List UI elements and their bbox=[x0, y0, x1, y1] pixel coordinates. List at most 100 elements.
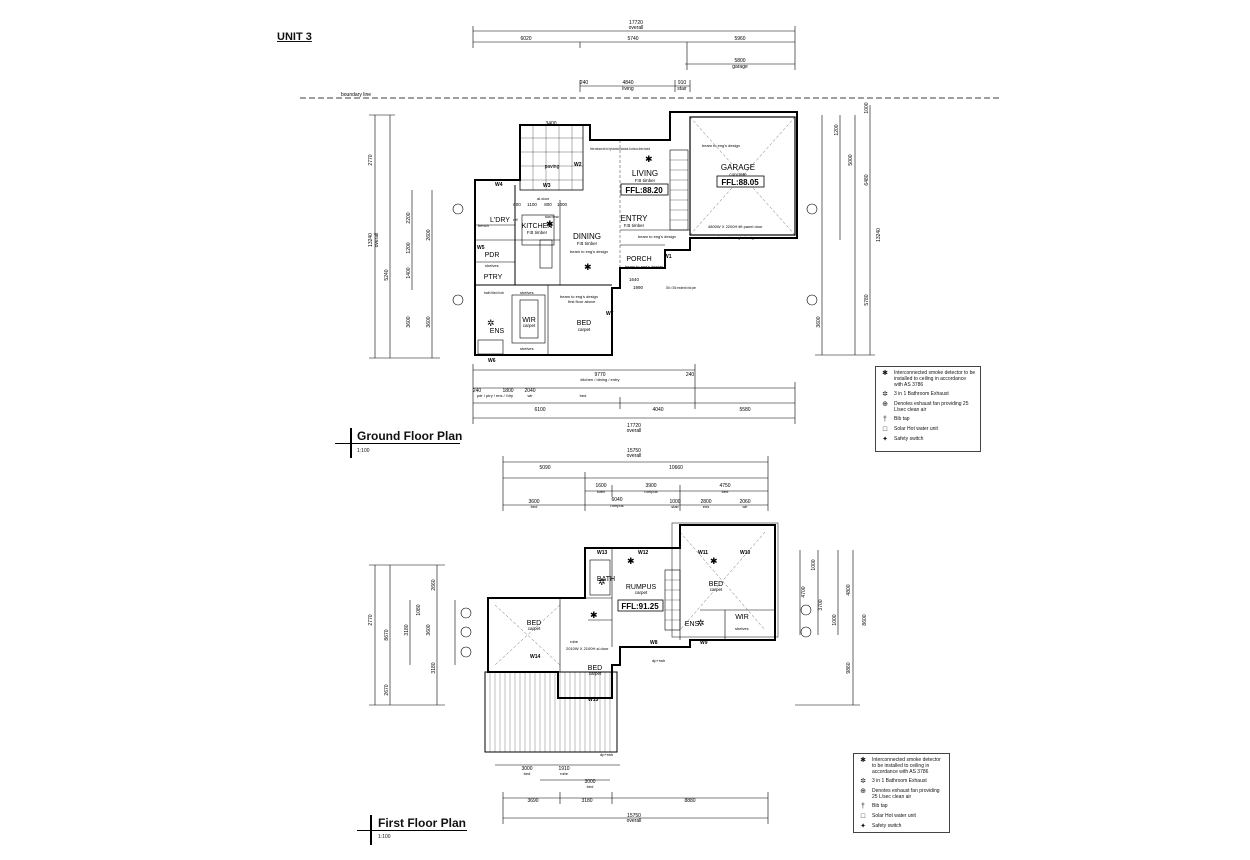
room-bed: BED bbox=[709, 581, 723, 588]
svg-text:stair: stair bbox=[671, 504, 679, 509]
svg-text:bed: bed bbox=[531, 504, 538, 509]
note: island bench bbox=[545, 214, 559, 219]
legend-text: Safety switch bbox=[872, 823, 902, 829]
switch-icon: ✦ bbox=[860, 823, 866, 830]
legend-text: 3 in 1 Bathroom Exhaust bbox=[894, 391, 949, 397]
dim-overall-sub: overall bbox=[629, 25, 644, 31]
exhaust-icon: ✲ bbox=[860, 778, 866, 785]
dim-sub: garage bbox=[732, 64, 748, 70]
window-label: W1 bbox=[664, 254, 672, 260]
svg-text:3600: 3600 bbox=[406, 316, 412, 327]
dim: 5960 bbox=[734, 36, 745, 42]
smoke-detector-icon: ✱ bbox=[546, 219, 554, 229]
window-label: W5 bbox=[477, 245, 485, 251]
dim: 5740 bbox=[627, 36, 638, 42]
svg-text:5000: 5000 bbox=[848, 154, 854, 165]
note: first floor above bbox=[568, 299, 596, 304]
room-kitchen: KITCHEN bbox=[522, 223, 553, 230]
svg-text:5240: 5240 bbox=[384, 269, 390, 280]
room-sub: carpet bbox=[589, 671, 602, 676]
ffl-garage: FFL:88.05 bbox=[721, 178, 759, 187]
note: ref bbox=[513, 217, 519, 222]
svg-text:9770: 9770 bbox=[594, 372, 605, 378]
dim: 5800 bbox=[734, 58, 745, 64]
beam-note: beam to eng's design bbox=[702, 143, 740, 148]
legend-text: Solar Hot water unit bbox=[872, 813, 916, 819]
note: shelves bbox=[485, 263, 499, 268]
tap-icon: † bbox=[883, 416, 887, 423]
ground-floor-scale: 1:100 bbox=[357, 448, 370, 454]
ffl-first: FFL:91.25 bbox=[621, 602, 659, 611]
ground-floor-title: Ground Floor Plan bbox=[357, 429, 463, 443]
stair-note: timber staircase with 1m high aluminium … bbox=[590, 146, 650, 151]
svg-text:4040: 4040 bbox=[652, 407, 663, 413]
room-ens: ENS bbox=[490, 328, 505, 335]
svg-text:bed: bed bbox=[524, 771, 531, 776]
fan-icon: ⊕ bbox=[860, 788, 866, 795]
svg-text:6040: 6040 bbox=[611, 497, 622, 503]
solar-icon: □ bbox=[882, 426, 888, 433]
svg-text:1910: 1910 bbox=[558, 766, 569, 772]
exhaust-icon: ✲ bbox=[598, 577, 606, 587]
room-bath: BATH bbox=[597, 576, 615, 583]
svg-text:1000: 1000 bbox=[864, 102, 870, 113]
room-porch: PORCH bbox=[626, 256, 651, 263]
window-label: W3 bbox=[543, 183, 551, 189]
svg-text:600: 600 bbox=[513, 202, 521, 207]
svg-text:1000: 1000 bbox=[832, 614, 838, 625]
svg-text:1990: 1990 bbox=[633, 285, 644, 290]
svg-text:3180: 3180 bbox=[404, 624, 410, 635]
legend-text: Interconnected smoke detector to be inst… bbox=[894, 370, 976, 388]
svg-text:2800: 2800 bbox=[700, 499, 711, 505]
note: shelves bbox=[520, 346, 534, 351]
svg-text:15750: 15750 bbox=[627, 813, 641, 819]
window-label: W11 bbox=[698, 550, 708, 556]
room-wir: WIR bbox=[735, 614, 749, 621]
svg-text:5090: 5090 bbox=[539, 465, 550, 471]
window-label: W10 bbox=[740, 550, 751, 556]
legend-text: Bib tap bbox=[894, 416, 910, 422]
first-floor-title: First Floor Plan bbox=[378, 816, 467, 830]
svg-text:3600: 3600 bbox=[528, 499, 539, 505]
svg-text:1400: 1400 bbox=[406, 267, 412, 278]
dim: 6020 bbox=[520, 36, 531, 42]
porch-beam-note: beam to eng's design bbox=[625, 264, 663, 269]
room-sub: carpet bbox=[578, 327, 591, 332]
svg-text:kitchen / dining / entry: kitchen / dining / entry bbox=[581, 377, 620, 382]
svg-text:3600: 3600 bbox=[426, 316, 432, 327]
svg-text:15750: 15750 bbox=[627, 448, 641, 454]
svg-text:1000: 1000 bbox=[669, 499, 680, 505]
room-wir: WIR bbox=[522, 317, 536, 324]
svg-text:1200: 1200 bbox=[406, 242, 412, 253]
svg-text:overall: overall bbox=[627, 428, 642, 434]
room-sub: F.B timber bbox=[635, 178, 656, 183]
room-pdr: PDR bbox=[485, 252, 500, 259]
window-label: W6 bbox=[488, 358, 496, 364]
svg-text:9860: 9860 bbox=[846, 662, 852, 673]
window-label: W7 bbox=[606, 311, 614, 317]
svg-text:1600: 1600 bbox=[595, 483, 606, 489]
legend-ground: ✱ Interconnected smoke detector to be ins… bbox=[875, 366, 981, 452]
smoke-detector-icon: ✱ bbox=[645, 154, 653, 164]
svg-text:1800: 1800 bbox=[502, 388, 513, 394]
smoke-detector-icon: ✱ bbox=[882, 370, 888, 377]
pier-note: 350 x 350 rendered brick pier bbox=[666, 285, 696, 290]
tap-icon: † bbox=[861, 803, 865, 810]
title-underline bbox=[357, 830, 467, 831]
room-bed: BED bbox=[588, 665, 602, 672]
svg-text:3900: 3900 bbox=[645, 483, 656, 489]
room-bed: BED bbox=[577, 320, 591, 327]
exhaust-icon: ✲ bbox=[882, 391, 888, 398]
smoke-detector-icon: ✱ bbox=[590, 610, 598, 620]
svg-text:5580: 5580 bbox=[739, 407, 750, 413]
title-underline bbox=[335, 443, 460, 444]
svg-text:10660: 10660 bbox=[669, 465, 683, 471]
svg-text:2040: 2040 bbox=[524, 388, 535, 394]
window-label: W8 bbox=[650, 640, 658, 646]
svg-text:2600: 2600 bbox=[426, 229, 432, 240]
svg-text:2770: 2770 bbox=[368, 614, 374, 625]
svg-text:1640: 1640 bbox=[629, 277, 640, 282]
svg-text:8670: 8670 bbox=[384, 629, 390, 640]
ground-floor-plan: ✱ ✱ ✱ ✲ 17720 overall 6020 5740 5960 580… bbox=[300, 20, 1000, 434]
room-ptry: PTRY bbox=[484, 274, 503, 281]
